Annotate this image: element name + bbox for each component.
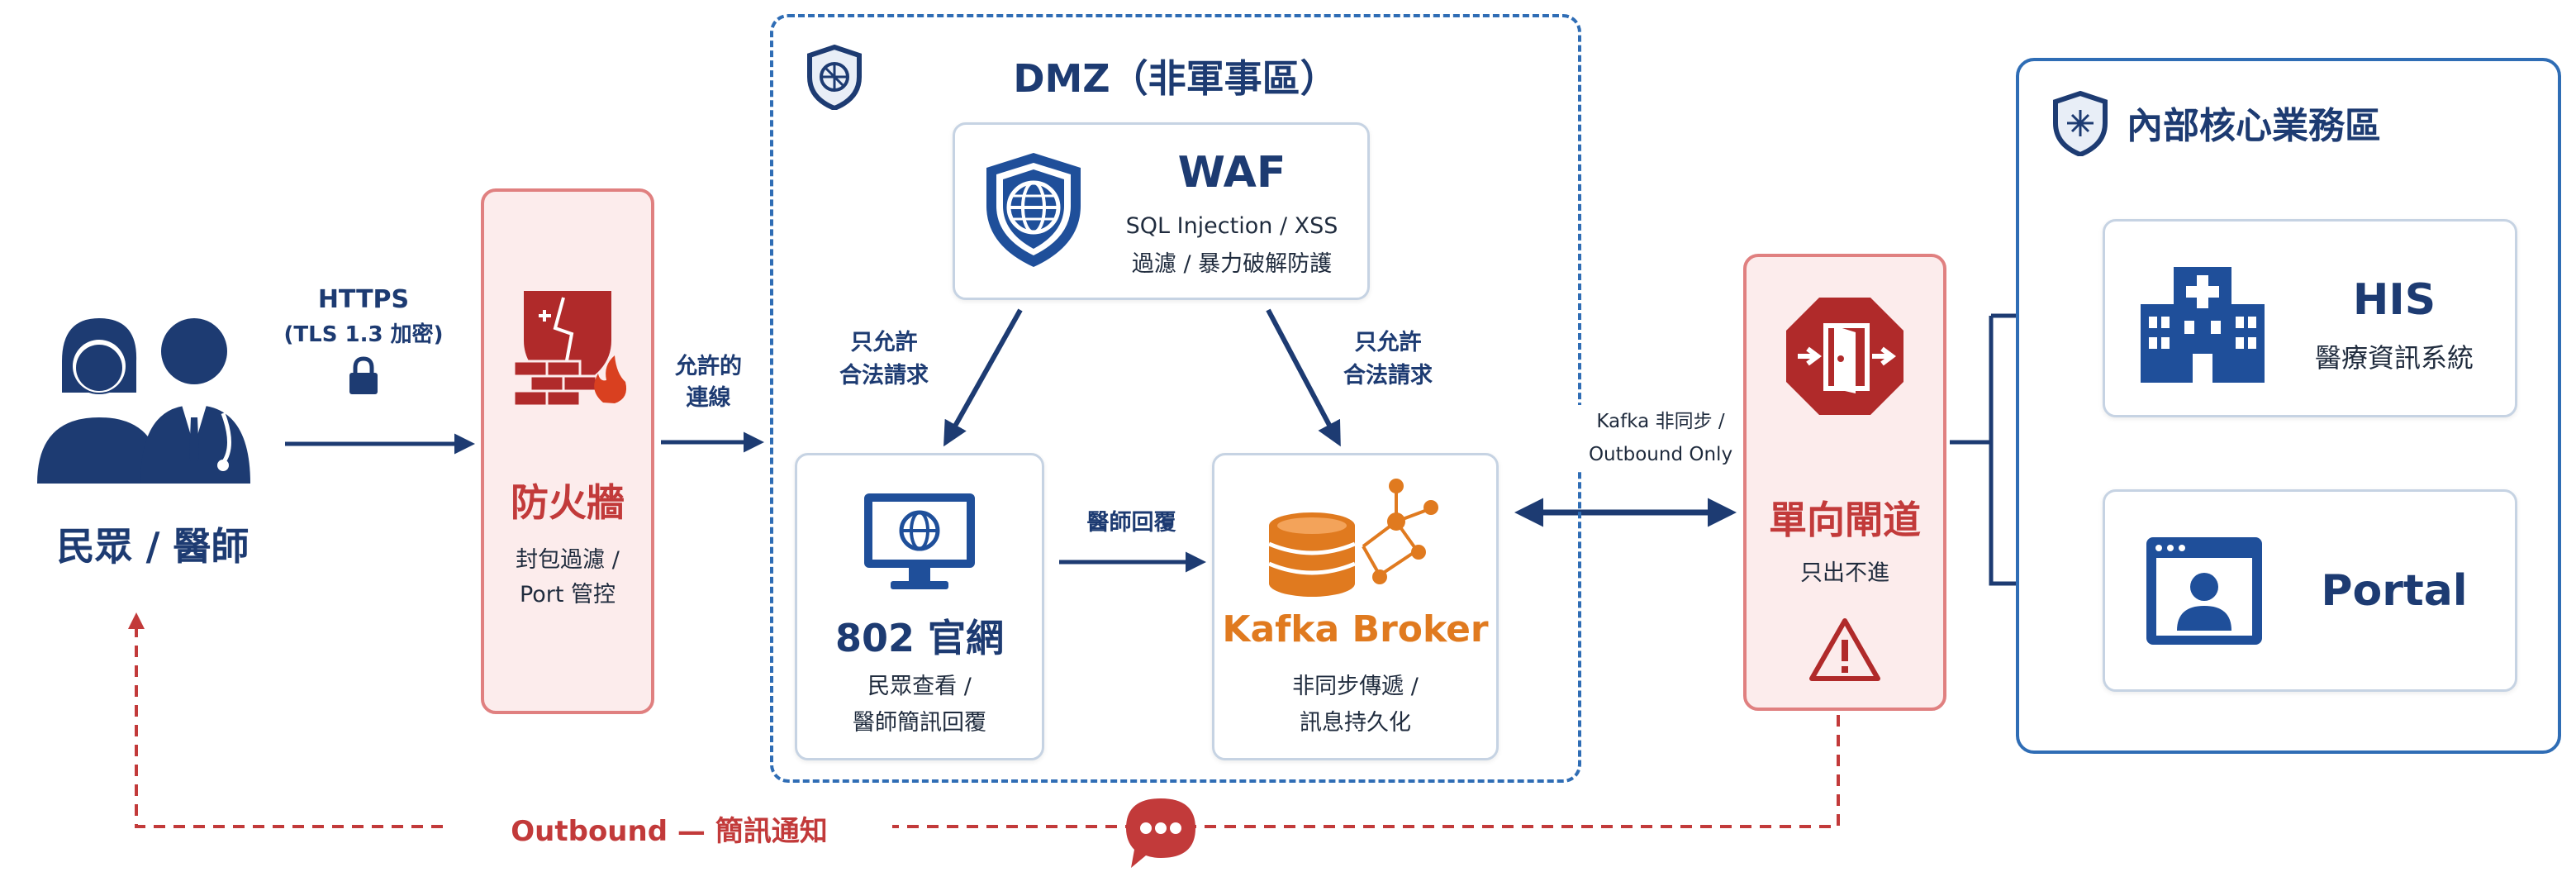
portal-node[interactable]: Portal [2103,489,2517,692]
kafka-link-label-line2: Outbound Only [1588,444,1733,465]
portal-title: Portal [2321,566,2468,616]
gateway-branch-line [1950,316,1994,445]
warning-icon [1809,618,1880,681]
kafka-title: Kafka Broker [1222,608,1489,650]
dmz-shield-icon [807,44,862,110]
firewall-icon [512,291,627,407]
hospital-icon [2141,267,2265,383]
firewall-title: 防火牆 [511,480,625,525]
portal802-desc-line2: 醫師簡訊回覆 [853,710,986,736]
waf-to-kafka-arrow [1266,308,1341,447]
waf-right-note: 只允許 合法請求 [1322,326,1454,393]
waf-left-note-line1: 只允許 [850,330,918,355]
users-label: 民眾 / 醫師 [56,524,250,569]
gateway-desc: 只出不進 [1800,560,1889,586]
allowed-connection-line1: 允許的 [675,354,742,379]
firewall-desc-line1: 封包過濾 / [516,547,620,573]
users-node: 民眾 / 醫師 [21,302,285,574]
kafka-desc-line2: 訊息持久化 [1300,710,1411,736]
lock-icon [349,356,378,394]
portal-profile-icon [2146,537,2262,645]
his-node[interactable]: HIS 醫療資訊系統 [2103,219,2517,417]
waf-desc-line2: 過濾 / 暴力破解防護 [1131,251,1333,277]
kafka-node[interactable]: Kafka Broker 非同步傳遞 / 訊息持久化 [1212,453,1499,760]
dmz-zone: DMZ（非軍事區） [770,14,1581,783]
monitor-icon [864,493,975,589]
outbound-label: Outbound — 簡訊通知 [446,808,892,849]
waf-right-note-line2: 合法請求 [1343,363,1433,388]
kafka-link-label: Kafka 非同步 / Outbound Only [1574,405,1747,471]
firewall-node[interactable]: 防火牆 封包過濾 / Port 管控 [481,188,654,714]
sms-chat-bubble-icon [1126,798,1195,868]
doctor-reply-label: 醫師回覆 [1086,510,1176,536]
portal802-desc-line1: 民眾查看 / [867,674,972,699]
waf-desc: SQL Injection / XSS 過濾 / 暴力破解防護 [1096,207,1368,284]
https-label-line1: HTTPS [317,285,410,314]
waf-left-note: 只允許 合法請求 [826,326,942,393]
users-icon [37,318,250,484]
portal802-title: 802 官網 [834,616,1005,660]
allowed-connection-label: 允許的 連線 [661,351,756,414]
firewall-desc-line2: Port 管控 [519,582,616,608]
kafka-desc-line1: 非同步傳遞 / [1292,674,1419,699]
allowed-connection-line2: 連線 [686,385,731,411]
portal802-desc: 民眾查看 / 醫師簡訊回覆 [797,669,1042,741]
waf-title: WAF [1177,148,1286,198]
kafka-database-icon [1268,479,1438,597]
door-exit-icon [1786,298,1903,415]
waf-desc-line1: SQL Injection / XSS [1125,213,1338,239]
waf-left-note-line2: 合法請求 [839,363,929,388]
waf-right-note-line1: 只允許 [1354,330,1422,355]
gateway-node[interactable]: 單向閘道 只出不進 [1743,254,1946,711]
internal-shield-icon [2053,90,2108,156]
his-desc: 醫療資訊系統 [2314,342,2474,374]
dmz-title: DMZ（非軍事區） [1013,56,1338,101]
kafka-desc: 非同步傳遞 / 訊息持久化 [1214,669,1496,741]
https-label-line2: (TLS 1.3 加密) [283,322,444,347]
waf-node[interactable]: WAF SQL Injection / XSS 過濾 / 暴力破解防護 [953,122,1370,300]
portal802-node[interactable]: 802 官網 民眾查看 / 醫師簡訊回覆 [795,453,1044,760]
https-label: HTTPS (TLS 1.3 加密) [269,285,459,399]
kafka-link-label-line1: Kafka 非同步 / [1596,411,1725,432]
his-title: HIS [2352,275,2436,325]
outbound-sms-path [128,612,1840,828]
waf-to-portal802-arrow [943,308,1023,447]
firewall-desc: 封包過濾 / Port 管控 [484,543,651,612]
internal-title: 內部核心業務區 [2127,105,2381,147]
waf-shield-icon [986,153,1081,267]
gateway-title: 單向閘道 [1769,498,1921,542]
